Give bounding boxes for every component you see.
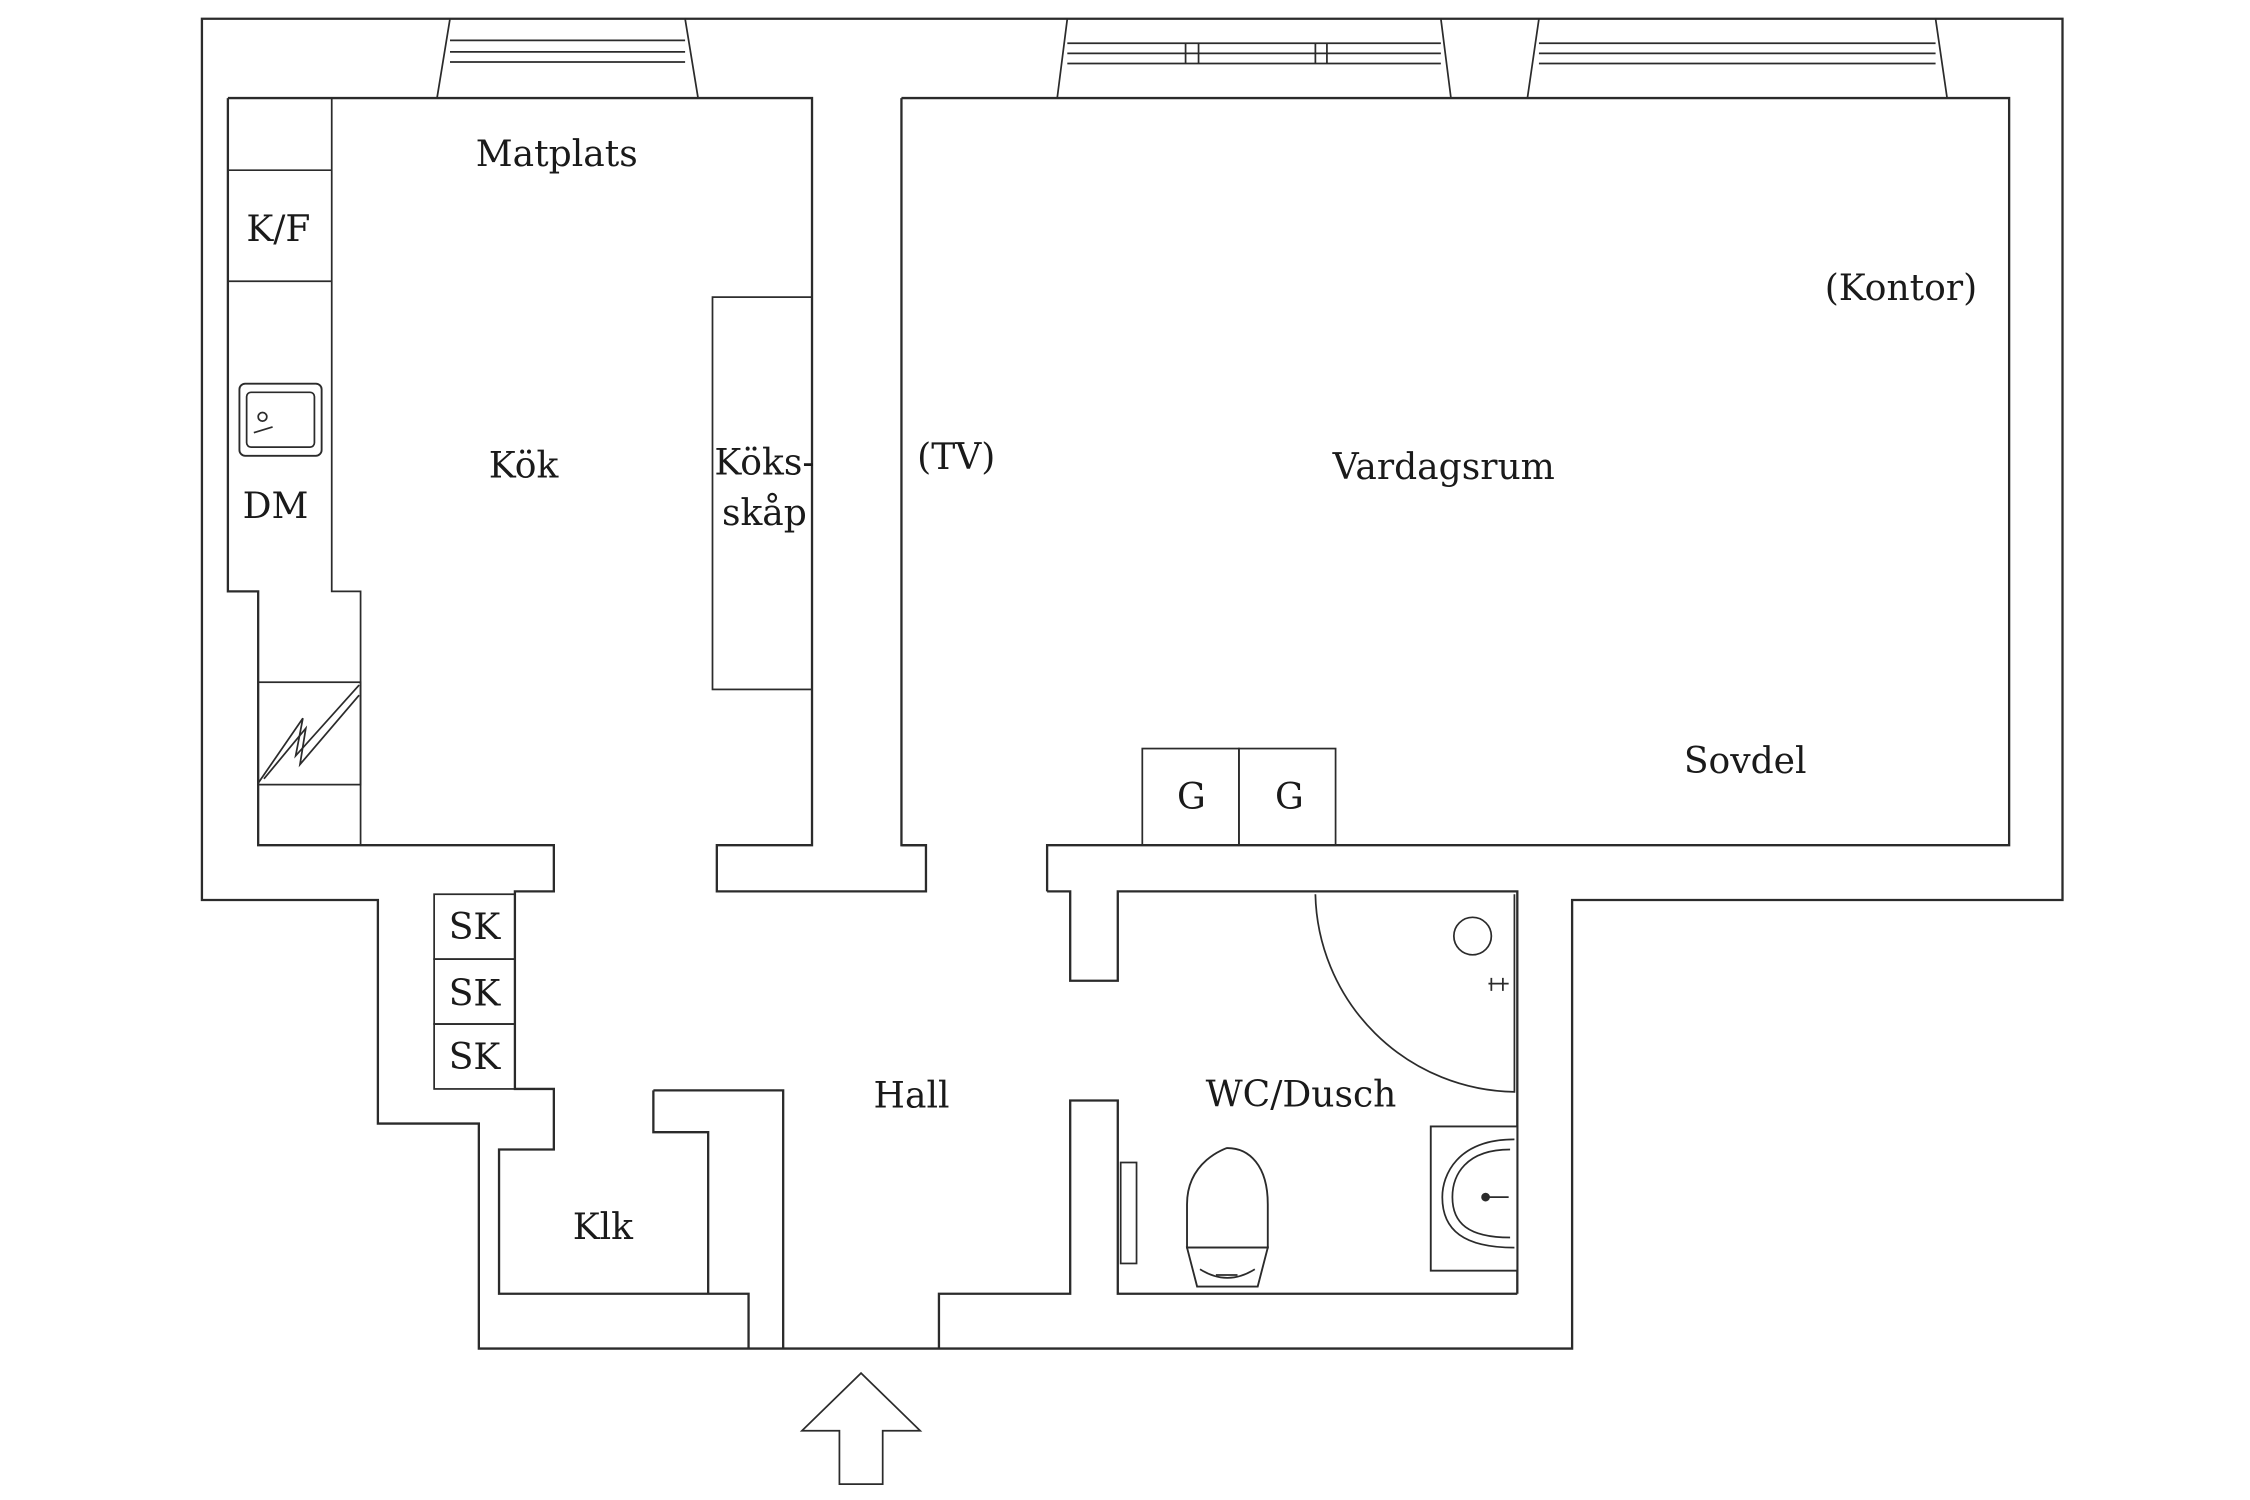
label-vardagsrum: Vardagsrum [1332,446,1555,488]
label-wc: WC/Dusch [1206,1073,1397,1115]
label-g-2: G [1275,776,1304,818]
bath-wall [937,1099,1518,1349]
storage-3 [433,1023,516,1090]
label-dm: DM [243,485,309,527]
window-top-right [1526,18,1948,99]
label-tv: (TV) [917,436,995,478]
label-g-1: G [1177,776,1206,818]
washbasin-icon [1429,1125,1519,1272]
closet-wall [652,1089,785,1349]
label-kok: Kök [489,444,560,486]
window-top-middle [1056,18,1452,99]
label-hall: Hall [874,1075,950,1117]
label-matplats: Matplats [476,133,638,175]
living-wall [901,96,2011,1294]
label-koksskap-2: skåp [722,492,807,534]
label-klk: Klk [573,1206,634,1248]
label-koksskap-1: Köks- [714,442,814,484]
kitchen-cabinet [711,296,813,691]
label-sk-2: SK [449,972,502,1014]
shower-icon [1314,894,1516,1093]
sink-icon [238,382,323,457]
label-sk-1: SK [449,906,502,948]
kitchen-left-wall [226,98,750,1349]
stove-icon [257,681,362,786]
label-kontor: (Kontor) [1825,267,1977,309]
entrance-arrow-icon [799,1371,923,1485]
label-kf: K/F [246,208,310,250]
window-top-left [436,18,699,99]
label-sk-3: SK [449,1036,502,1078]
wardrobe-2 [1238,747,1337,847]
outer-wall [200,17,2064,1350]
label-sovdel: Sovdel [1684,740,1807,782]
toilet-icon [1119,1147,1270,1288]
